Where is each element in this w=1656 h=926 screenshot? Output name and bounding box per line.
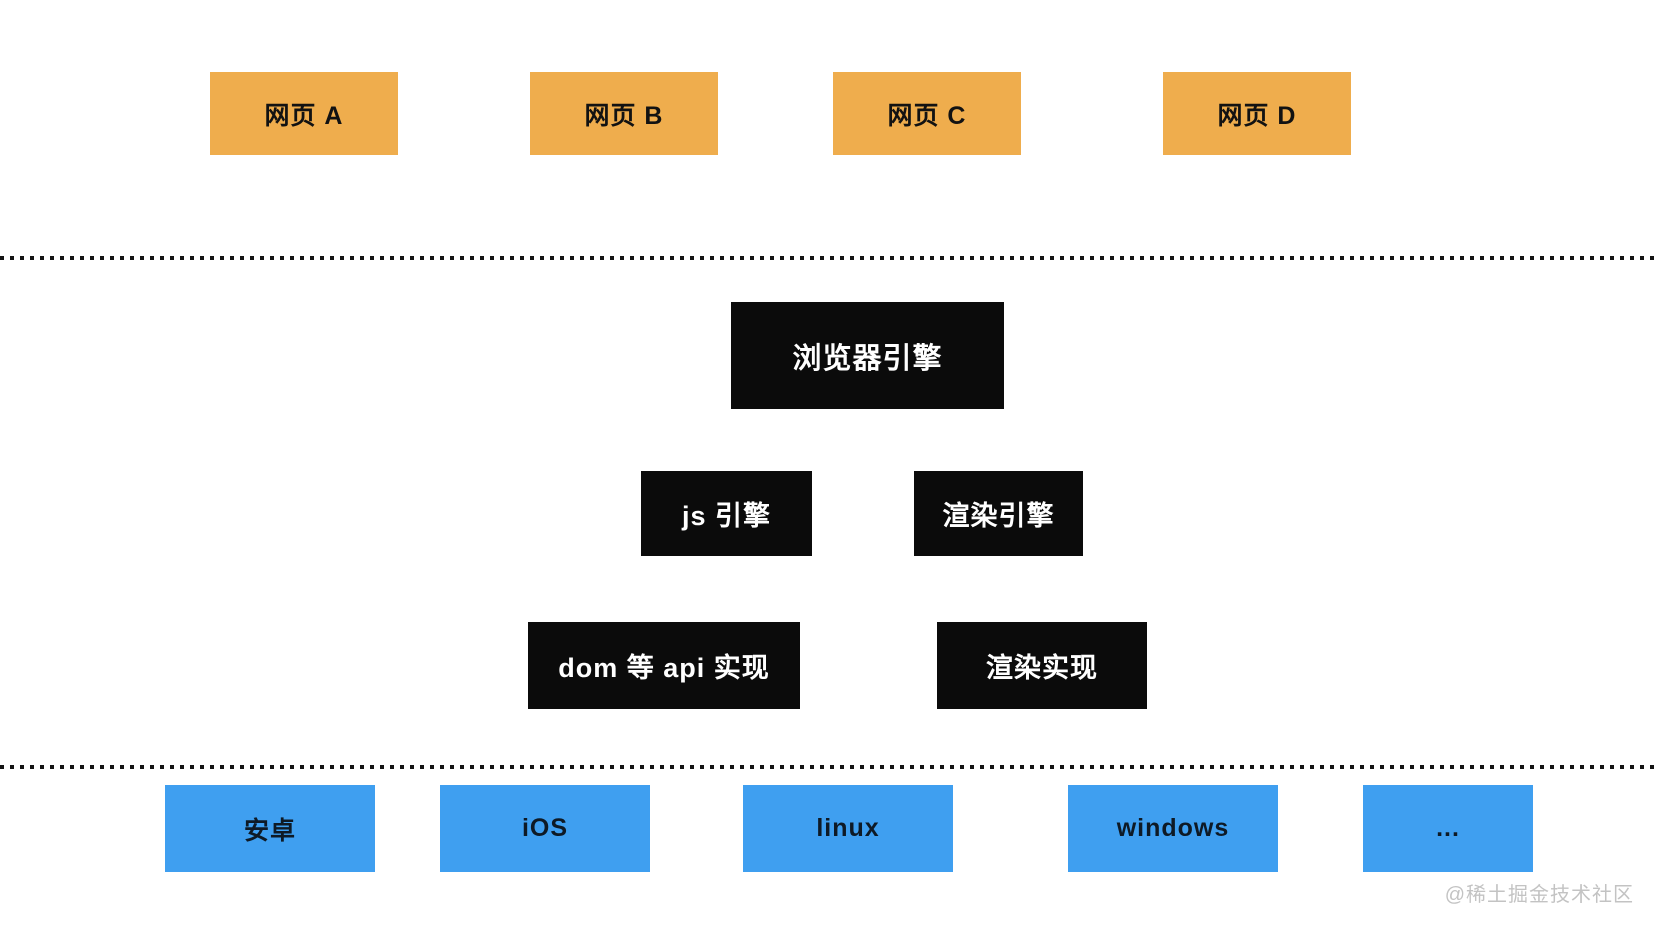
webpage-c-box: 网页 C bbox=[833, 72, 1021, 155]
render-engine-box: 渲染引擎 bbox=[914, 471, 1083, 556]
webpage-b-box: 网页 B bbox=[530, 72, 718, 155]
render-implementation-box: 渲染实现 bbox=[937, 622, 1147, 709]
webpage-d-box: 网页 D bbox=[1163, 72, 1351, 155]
platform-linux-box: linux bbox=[743, 785, 953, 872]
webpage-a-box: 网页 A bbox=[210, 72, 398, 155]
browser-engine-box: 浏览器引擎 bbox=[731, 302, 1004, 409]
dotted-separator-top bbox=[0, 256, 1656, 260]
dom-api-implementation-box: dom 等 api 实现 bbox=[528, 622, 800, 709]
js-engine-box: js 引擎 bbox=[641, 471, 812, 556]
platform-windows-box: windows bbox=[1068, 785, 1278, 872]
juejin-watermark: @稀土掘金技术社区 bbox=[1444, 884, 1634, 906]
platform-android-box: 安卓 bbox=[165, 785, 375, 872]
platform-more-box: ... bbox=[1363, 785, 1533, 872]
dotted-separator-bottom bbox=[0, 765, 1656, 769]
platform-ios-box: iOS bbox=[440, 785, 650, 872]
